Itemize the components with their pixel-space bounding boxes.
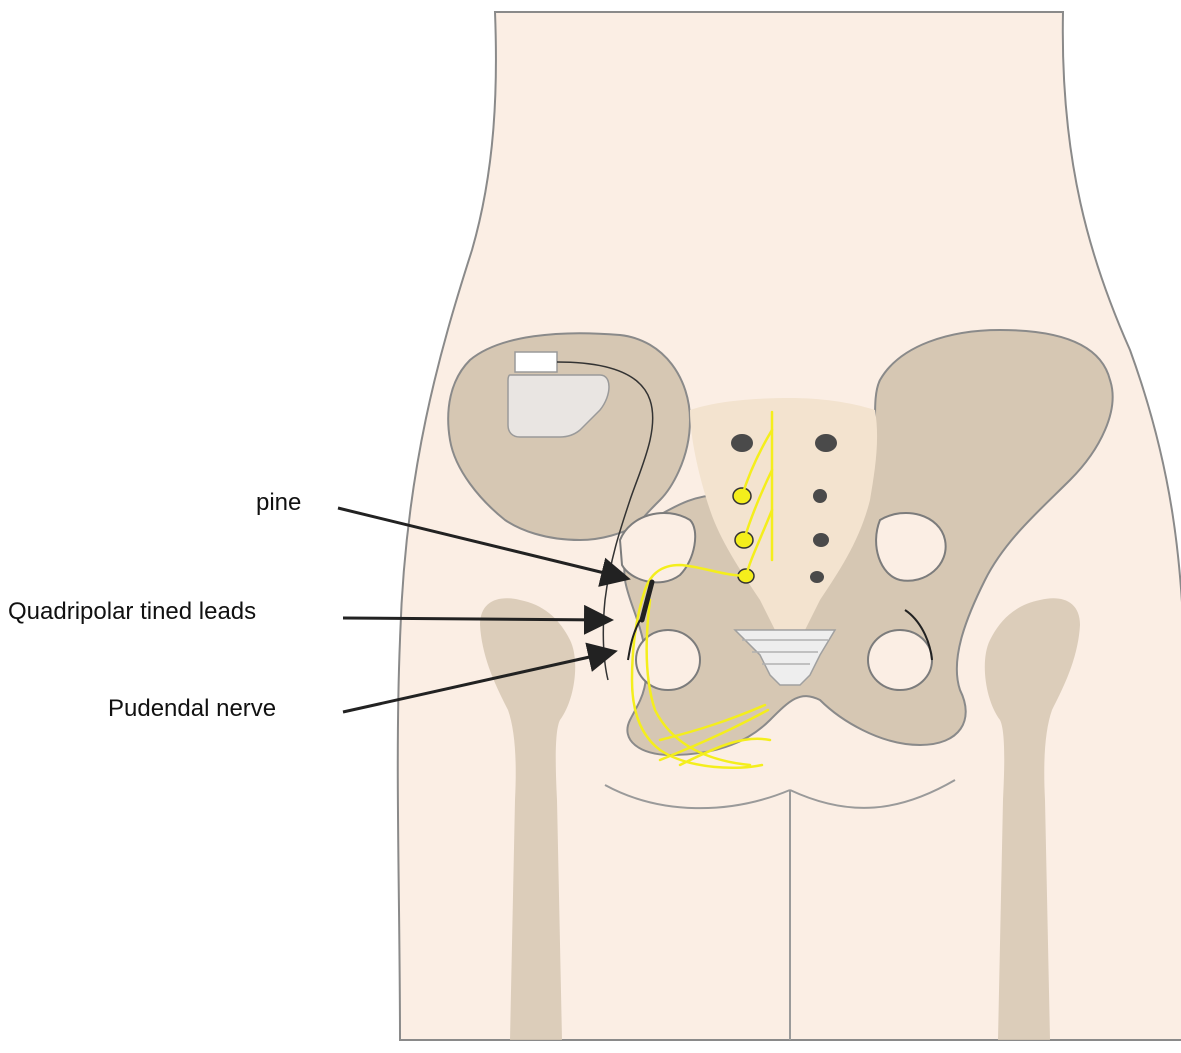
right-femur <box>984 598 1080 1040</box>
label-pudendal-nerve: Pudendal nerve <box>108 695 277 722</box>
left-femur <box>480 598 576 1040</box>
arrow-icon <box>342 642 618 714</box>
arrow-icon <box>342 604 614 635</box>
right-foramen-edge <box>904 609 933 661</box>
label-pine: pine <box>256 489 302 516</box>
quadripolar-lead <box>627 579 655 661</box>
stimulator-device-icon <box>507 351 610 438</box>
arrow-icon <box>337 506 631 587</box>
pudendal-nerve-paths <box>630 410 774 769</box>
sacrum <box>690 398 878 660</box>
right-obturator-foramen <box>867 629 933 691</box>
right-buttock-line <box>789 779 956 809</box>
left-buttock-line <box>604 784 791 810</box>
left-obturator-foramen <box>635 629 701 691</box>
coccyx <box>733 629 837 686</box>
label-quadripolar-tined-leads: Quadripolar tined leads <box>8 598 257 625</box>
right-sciatic-notch <box>875 511 947 582</box>
